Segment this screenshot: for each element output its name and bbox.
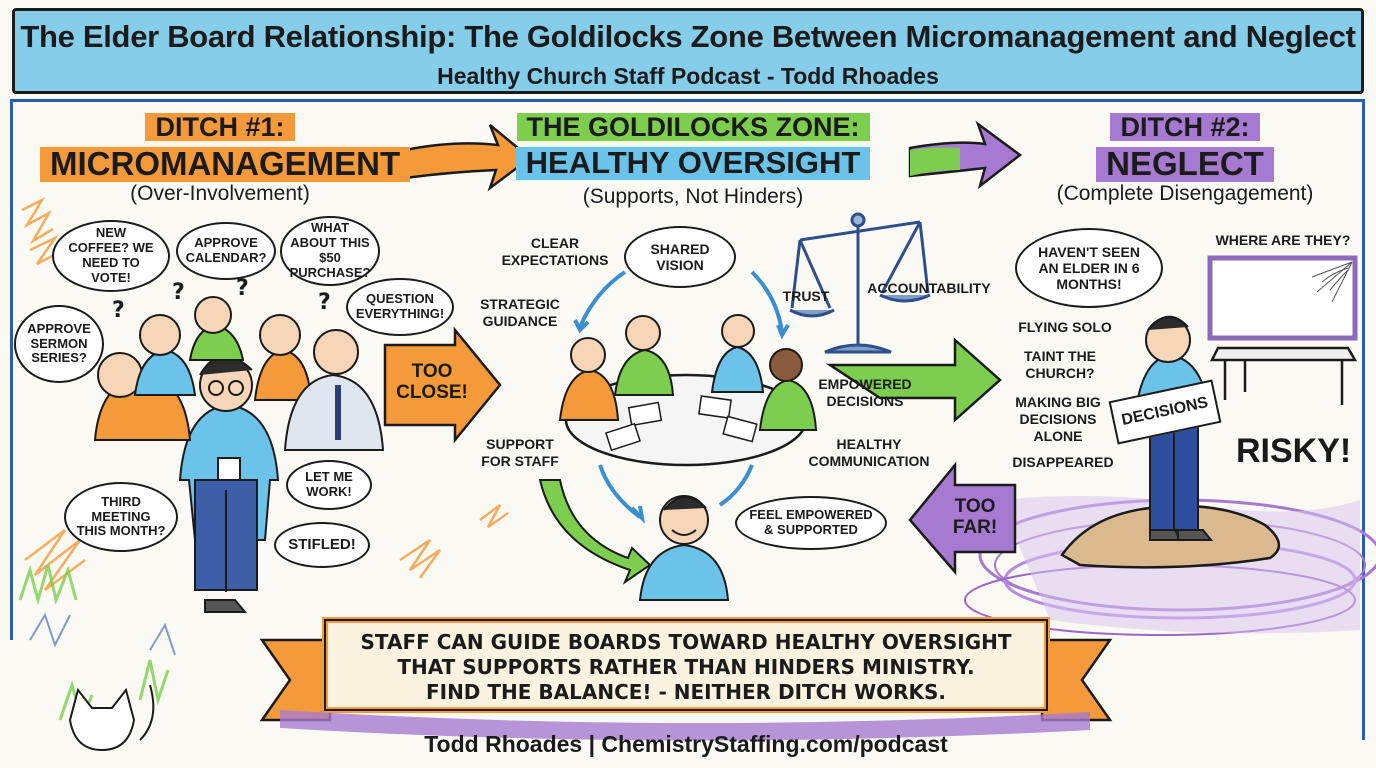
page-title: The Elder Board Relationship: The Goldil… — [20, 19, 1356, 54]
bubble-feel-empowered: FEEL EMPOWERED & SUPPORTED — [735, 496, 887, 550]
bubble-approve-calendar: APPROVE CALENDAR? — [176, 222, 276, 280]
label-strategic-guidance: STRATEGIC GUIDANCE — [480, 296, 560, 329]
empty-table — [1209, 346, 1358, 405]
ribbon-banner — [259, 617, 1113, 741]
cobweb-icon — [1311, 261, 1353, 303]
arrow-to-neglect — [825, 337, 1002, 423]
too-close-label: TOO CLOSE! — [396, 361, 468, 403]
arrow-to-goldilocks — [403, 124, 533, 192]
banner-message: STAFF CAN GUIDE BOARDS TOWARD HEALTHY OV… — [330, 630, 1042, 705]
banner-line3: FIND THE BALANCE! - NEITHER DITCH WORKS. — [425, 680, 947, 704]
ditch2-heading-line2: NEGLECT — [1040, 145, 1330, 183]
empty-whiteboard — [1207, 255, 1358, 341]
question-mark: ? — [112, 298, 125, 323]
goldilocks-subtitle: (Supports, Not Hinders) — [582, 185, 804, 208]
label-disappeared: DISAPPEARED — [1012, 454, 1114, 470]
too-close-arrow — [383, 326, 502, 444]
green-curve-arrow — [538, 479, 652, 585]
label-taint-the-church: TAINT THE CHURCH? — [1023, 348, 1097, 381]
bubble-havent-seen-elder: HAVEN'T SEEN AN ELDER IN 6 MONTHS! — [1015, 228, 1163, 308]
page-subtitle: Healthy Church Staff Podcast - Todd Rhoa… — [437, 63, 939, 89]
frame-left-line — [10, 100, 13, 640]
bubble-let-me-work: LET ME WORK! — [286, 460, 372, 510]
question-mark: ? — [236, 276, 249, 301]
green-grass — [18, 564, 170, 725]
label-flying-solo: FLYING SOLO — [1018, 319, 1112, 335]
ditch2-subtitle: (Complete Disengagement) — [1056, 182, 1314, 205]
ditch1-heading-line2: MICROMANAGEMENT — [40, 145, 411, 183]
too-far-label: TOO FAR! — [952, 496, 998, 538]
footer-credit: Todd Rhoades | ChemistryStaffing.com/pod… — [424, 731, 948, 757]
cycle-arrows — [573, 270, 790, 524]
frame-top-line — [10, 99, 1365, 102]
goldilocks-heading-line1: THE GOLDILOCKS ZONE: — [498, 112, 888, 143]
frame-right-line — [1362, 100, 1365, 740]
question-mark: ? — [318, 290, 331, 315]
label-support-for-staff: SUPPORT FOR STAFF — [481, 436, 559, 469]
label-making-big-decisions: MAKING BIG DECISIONS ALONE — [1015, 394, 1101, 444]
bubble-purchase: WHAT ABOUT THIS $50 PURCHASE? — [280, 216, 380, 286]
blue-grass — [29, 612, 176, 656]
board-members — [558, 314, 818, 431]
label-empowered-decisions: EMPOWERED DECISIONS — [818, 376, 912, 409]
ditch1-subtitle: (Over-Involvement) — [130, 182, 310, 205]
label-healthy-communication: HEALTHY COMMUNICATION — [808, 436, 930, 469]
banner-line2: THAT SUPPORTS RATHER THAN HINDERS MINIST… — [397, 655, 975, 679]
risky-label: RISKY! — [1236, 432, 1352, 470]
elder-group — [93, 296, 385, 451]
bubble-approve-sermon: APPROVE SERMON SERIES? — [14, 305, 104, 383]
bubble-stifled: STIFLED! — [274, 522, 370, 568]
label-trust: TRUST — [782, 288, 830, 304]
too-far-arrow — [908, 461, 1017, 576]
question-mark: ? — [172, 280, 185, 305]
goldilocks-heading-line2: HEALTHY OVERSIGHT — [498, 145, 888, 181]
banner-line1: STAFF CAN GUIDE BOARDS TOWARD HEALTHY OV… — [360, 630, 1012, 654]
ditch1-heading-line1: DITCH #1: — [40, 112, 400, 143]
label-clear-expectations: CLEAR EXPECTATIONS — [501, 235, 609, 268]
header-banner: The Elder Board Relationship: The Goldil… — [12, 8, 1364, 94]
scale-icon — [789, 212, 931, 354]
bubble-third-meeting: THIRD MEETING THIS MONTH? — [64, 482, 178, 552]
happy-staff-person — [638, 495, 730, 601]
cat-icon — [68, 684, 155, 752]
bubble-shared-vision: SHARED VISION — [624, 226, 736, 288]
ditch2-heading-line1: DITCH #2: — [1040, 112, 1330, 143]
bubble-new-coffee: NEW COFFEE? WE NEED TO VOTE! — [52, 220, 170, 292]
bubble-question-everything: QUESTION EVERYTHING! — [346, 278, 454, 336]
label-accountability: ACCOUNTABILITY — [867, 280, 991, 296]
label-where-are-they: WHERE ARE THEY? — [1215, 232, 1351, 248]
